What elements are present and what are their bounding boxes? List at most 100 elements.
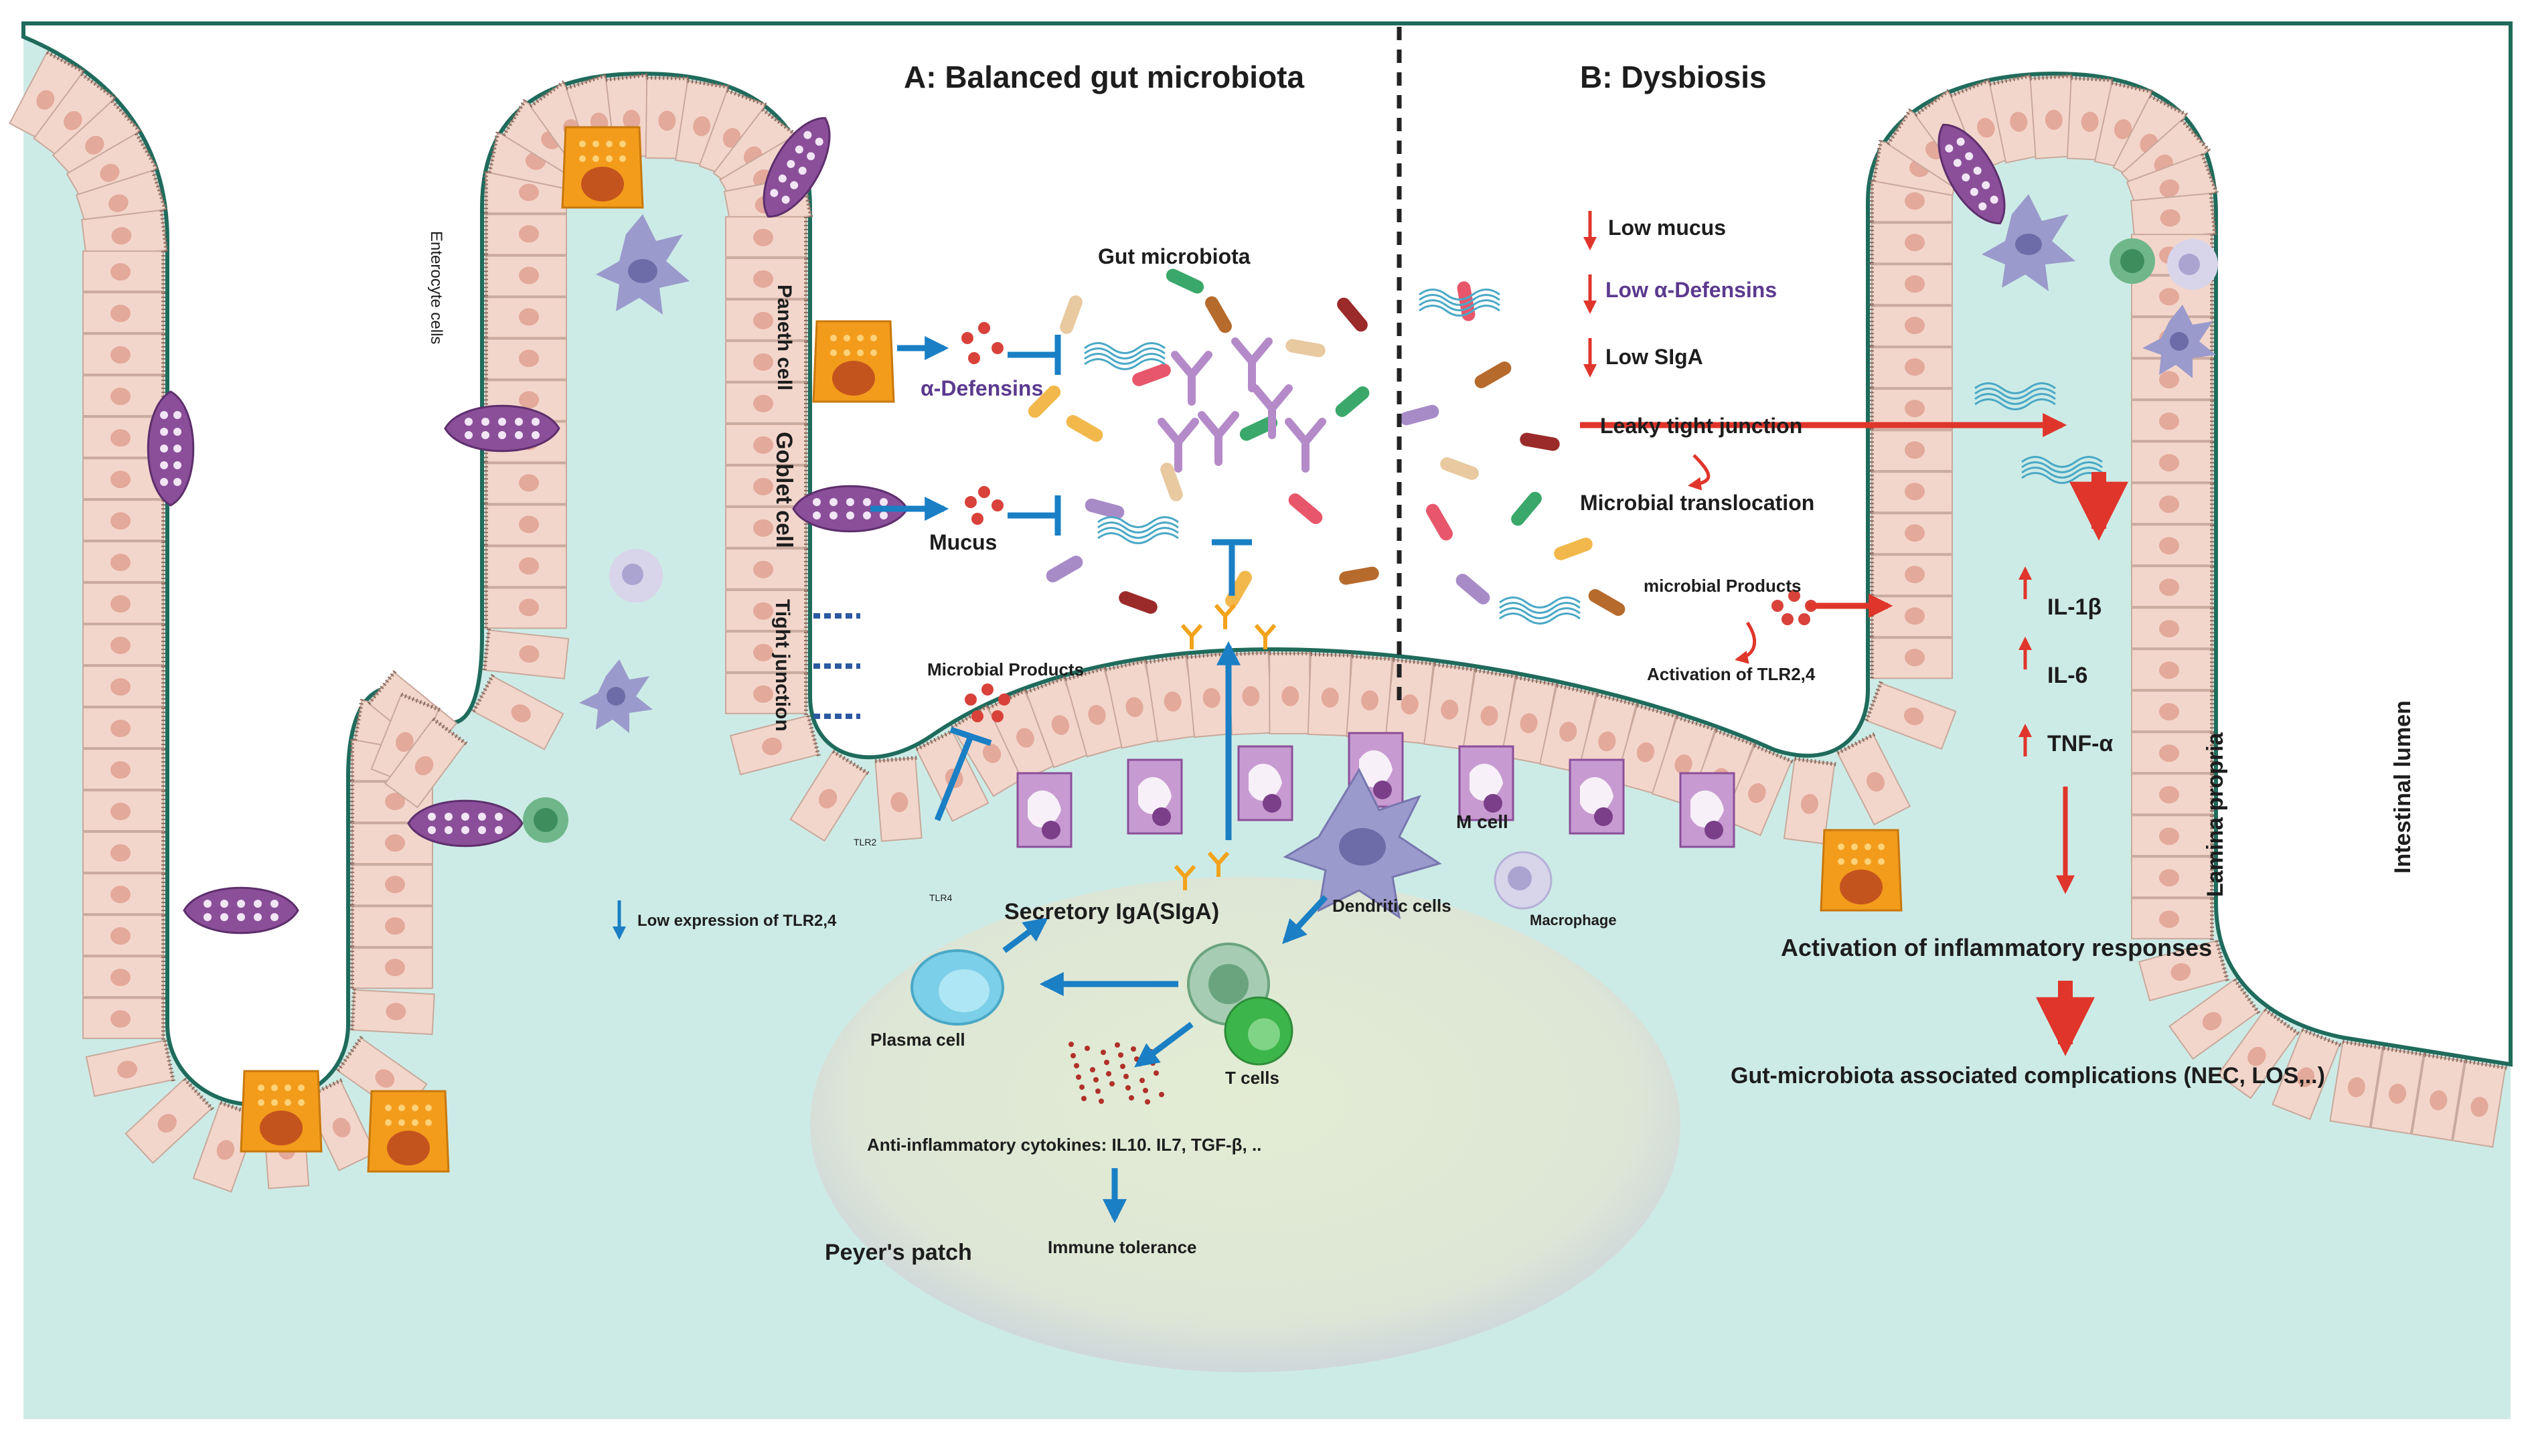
macrophage-shape xyxy=(1495,852,1551,908)
goblet-granule xyxy=(863,511,871,519)
goblet-granule xyxy=(846,511,854,519)
epithelial-cell xyxy=(2132,815,2212,857)
paneth-granule xyxy=(857,335,864,341)
epithelial-cell xyxy=(1872,595,1952,637)
epithelial-cell-nucleus xyxy=(2159,910,2179,928)
epithelial-cell-nucleus xyxy=(2159,744,2179,762)
epithelial-cell xyxy=(352,905,432,947)
epithelial-cell-nucleus xyxy=(519,557,539,574)
goblet-granule xyxy=(813,511,821,519)
paneth-granule xyxy=(592,141,599,147)
paneth-granule xyxy=(412,1119,418,1126)
goblet-granule xyxy=(160,411,168,419)
epithelial-cell xyxy=(1308,654,1352,736)
cytokine-dot xyxy=(1101,1050,1106,1055)
tlr4-label: TLR4 xyxy=(929,892,952,903)
goblet-granule xyxy=(173,411,181,419)
epithelial-cell-nucleus xyxy=(110,886,131,903)
goblet-granule xyxy=(445,826,453,834)
epithelial-cell xyxy=(83,708,163,749)
epithelial-cell xyxy=(726,590,806,632)
cytokine-dot xyxy=(1095,1088,1101,1094)
goblet-granule xyxy=(160,461,168,469)
cytokine-dot xyxy=(1099,1099,1104,1104)
goblet-granule xyxy=(813,498,821,506)
cytokine-dot xyxy=(1106,1071,1111,1076)
epithelial-cell xyxy=(2132,442,2212,483)
m-cell-nucleus xyxy=(1152,807,1171,826)
epithelial-cell-nucleus xyxy=(753,312,773,329)
goblet-granule xyxy=(465,431,473,439)
epithelial-cell xyxy=(486,254,566,296)
product-dot xyxy=(992,710,1004,722)
epithelial-cell-nucleus xyxy=(2159,537,2179,554)
epithelial-cell xyxy=(83,749,163,791)
m-cell-nucleus xyxy=(1263,794,1281,813)
paneth-granule xyxy=(398,1119,405,1126)
peyers-patch-label: Peyer's patch xyxy=(825,1240,972,1266)
goblet-cell-label: Goblet cell xyxy=(771,432,797,548)
epithelial-cell-nucleus xyxy=(2159,371,2179,388)
goblet-granule xyxy=(254,913,262,921)
microbial-products-label: Microbial Products xyxy=(927,659,1084,680)
epithelial-cell-nucleus xyxy=(519,308,539,325)
m-cell-shape xyxy=(1018,773,1071,847)
paneth-granule xyxy=(1838,858,1844,865)
cytokine-dot xyxy=(1145,1099,1150,1105)
dysbiosis-title: B: Dysbiosis xyxy=(1580,59,1767,95)
goblet-granule xyxy=(445,813,453,821)
epithelial-cell xyxy=(486,296,566,337)
goblet-granule xyxy=(428,813,436,821)
paneth-granule xyxy=(619,155,626,162)
goblet-granule xyxy=(254,900,262,908)
epithelial-cell xyxy=(726,632,806,673)
paneth-granule xyxy=(1851,843,1858,850)
low-expression-label: Low expression of TLR2,4 xyxy=(637,912,836,931)
paneth-granule xyxy=(385,1119,392,1126)
cytokine-dot xyxy=(1125,1085,1131,1090)
paneth-cell-shape xyxy=(241,1071,321,1151)
epithelial-cell xyxy=(83,251,163,293)
epithelial-cell xyxy=(83,376,163,417)
epithelial-cell xyxy=(1872,263,1952,305)
epithelial-cell-nucleus xyxy=(385,876,405,893)
paneth-granule xyxy=(258,1099,264,1106)
cytokine-dot xyxy=(1071,1053,1076,1058)
goblet-granule xyxy=(846,498,854,506)
epithelial-cell-nucleus xyxy=(519,598,539,616)
epithelial-cell xyxy=(352,864,432,905)
epithelial-cell-nucleus xyxy=(110,554,131,571)
epithelial-cell-nucleus xyxy=(519,391,539,408)
epithelial-cell xyxy=(83,874,163,915)
t-cells-label: T cells xyxy=(1225,1068,1279,1088)
il6-label: IL-6 xyxy=(2047,663,2087,689)
product-dot xyxy=(992,342,1004,354)
epithelial-cell xyxy=(1872,222,1952,263)
m-cell-shape xyxy=(1459,746,1513,820)
goblet-granule xyxy=(204,900,212,908)
epithelial-cell-nucleus xyxy=(110,720,131,737)
cytokine-dot xyxy=(1139,1078,1145,1083)
cytokine-dot xyxy=(1131,1046,1136,1052)
epithelial-cell xyxy=(726,673,806,715)
goblet-granule xyxy=(880,498,888,506)
epithelial-cell-nucleus xyxy=(753,561,773,578)
epithelial-cell xyxy=(1872,305,1952,346)
goblet-granule xyxy=(173,478,181,486)
product-dot xyxy=(971,513,983,525)
epithelial-cell xyxy=(2132,649,2212,691)
paneth-granule xyxy=(870,349,877,356)
cytokine-dot xyxy=(1076,1074,1081,1080)
epithelial-cell-nucleus xyxy=(1905,234,1925,251)
cytokine-dot xyxy=(1123,1074,1129,1079)
cytokine-dot xyxy=(1150,1060,1156,1066)
leaky-tight-junction-label: Leaky tight junction xyxy=(1600,414,1802,438)
lamina-macrophage xyxy=(609,549,663,602)
epithelial-cell-nucleus xyxy=(110,844,131,862)
goblet-granule xyxy=(880,511,888,519)
epithelial-cell-nucleus xyxy=(2159,703,2179,720)
epithelial-cell xyxy=(2132,774,2212,815)
cytokine-dot xyxy=(1093,1077,1099,1082)
epithelial-cell-nucleus xyxy=(2159,869,2179,886)
goblet-granule xyxy=(160,478,168,486)
